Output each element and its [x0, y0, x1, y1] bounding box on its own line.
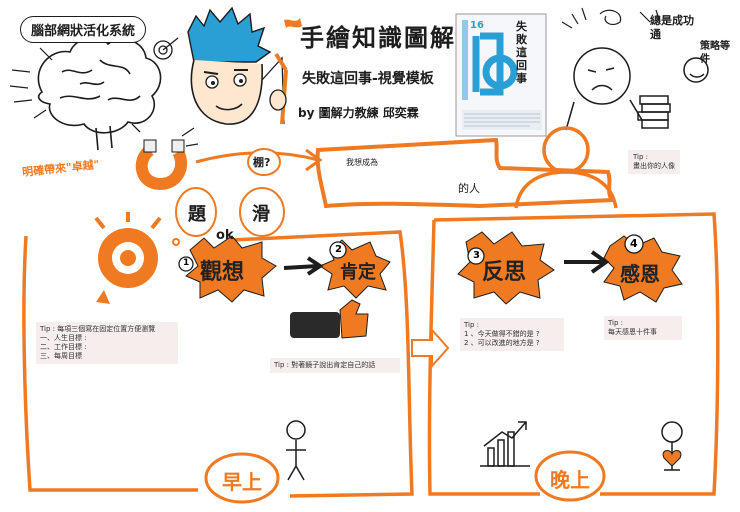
identity-tip: Tip : 畫出你的人像 [628, 150, 680, 174]
bubble-left-text: 題 [188, 204, 206, 225]
step-arrows [283, 250, 610, 276]
ok-text: ok [216, 228, 234, 243]
evening-oval [534, 450, 606, 502]
step-2-number: 2 [335, 244, 342, 255]
book-title: 失敗這回事 [516, 20, 527, 85]
step-1-label: 觀想 [200, 259, 245, 285]
main-title: 手繪知識圖解 [300, 24, 456, 52]
growth-chart-icon [480, 421, 530, 467]
byline: by 圖解力教練 邱奕霖 [298, 106, 419, 120]
affirm-tip: Tip : 對著鏡子說出肯定自己的話 [270, 358, 400, 373]
grateful-figure [661, 421, 683, 471]
reflect-tip: Tip : 1 、今天做得不錯的是 ? 2 、可以改進的地方是 ? [460, 318, 564, 351]
small-cloud-text: 棚? [253, 156, 271, 169]
reflect-tip-line-2: 2 、可以改進的地方是 ? [464, 339, 540, 347]
focus-target-icon [94, 212, 162, 304]
morning-tip-title: Tip : 每項三個寫在固定位置方便瀏覽 [40, 325, 156, 333]
morning-tip-line-2: 二、工作目標 : [40, 343, 87, 351]
evening-label: 晚上 [550, 468, 590, 492]
thumbs-up-icon [290, 299, 369, 339]
magnet-icon [131, 123, 199, 191]
step-3-label: 反思 [482, 259, 527, 285]
identity-tip-text: 畫出你的人像 [633, 162, 675, 170]
title-decor [284, 18, 302, 28]
bubble-right-text: 滑 [252, 204, 270, 225]
identity-suffix: 的人 [458, 182, 480, 195]
character-blue-hair [187, 6, 288, 125]
step-number-circles [178, 234, 644, 272]
identity-tip-title: Tip : [633, 153, 649, 161]
identity-prefix: 我想成為 [346, 158, 378, 167]
top-right-caption-b: 策略等件 [700, 41, 730, 65]
morning-tip-line-3: 三、每周目標 [40, 352, 82, 360]
reflect-tip-title: Tip : [464, 321, 480, 329]
target-icon [153, 37, 179, 60]
reflect-tip-line-1: 1 、今天做得不錯的是 ? [464, 330, 540, 338]
morning-oval [204, 452, 280, 504]
step-4-number: 4 [630, 237, 638, 250]
grateful-tip-text: 每天感恩十件事 [608, 328, 657, 336]
hollow-arrow [411, 327, 450, 369]
brain-illustration [9, 37, 162, 151]
morning-label: 早上 [222, 470, 262, 494]
starburst-4 [603, 235, 683, 303]
brain-title: 腦部網狀活化系統 [20, 16, 147, 43]
morning-tip-line-1: 一、人生目標 : [40, 334, 87, 342]
step-3-number: 3 [473, 250, 480, 261]
step-4-label: 感恩 [620, 262, 660, 286]
subtitle: 失敗這回事-視覺模板 [302, 71, 434, 87]
tired-character [561, 7, 709, 131]
identity-banner [315, 137, 616, 209]
grateful-tip: Tip : 每天感恩十件事 [604, 316, 682, 340]
book-number: 16 [470, 20, 484, 31]
top-right-caption-a: 總是成功通 [650, 14, 694, 41]
step-1-number: 1 [183, 258, 190, 268]
evening-frame [427, 212, 720, 496]
grateful-tip-title: Tip : [608, 319, 624, 327]
morning-stick-figure [286, 420, 306, 481]
step-2-label: 肯定 [340, 262, 376, 283]
morning-tip: Tip : 每項三個寫在固定位置方便瀏覽 一、人生目標 : 二、工作目標 : 三… [36, 322, 178, 364]
starburst-1 [185, 235, 277, 303]
thought-bubbles [172, 148, 285, 246]
portrait-placeholder [514, 126, 618, 209]
morning-frame [22, 230, 414, 498]
starbursts [185, 231, 683, 305]
book-cover [455, 13, 547, 137]
